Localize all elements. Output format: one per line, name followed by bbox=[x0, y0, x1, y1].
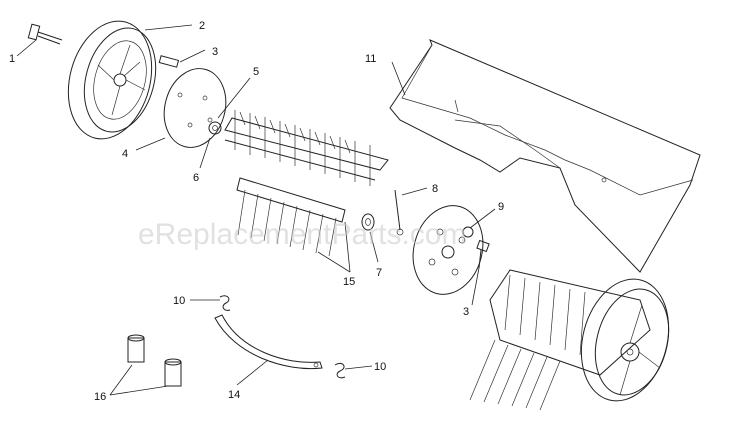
callout-3-lower: 3 bbox=[463, 306, 469, 318]
left-wheel bbox=[67, 20, 157, 140]
bushing-upper bbox=[158, 55, 180, 68]
callout-6: 6 bbox=[193, 172, 199, 184]
tine-reel-left bbox=[224, 110, 389, 186]
wheel-plate-left bbox=[163, 68, 227, 148]
bushing-pair bbox=[127, 334, 182, 387]
wheel-bolt bbox=[27, 23, 63, 45]
tine-row-lower bbox=[236, 177, 346, 257]
callout-9: 9 bbox=[498, 201, 504, 213]
callout-8: 8 bbox=[432, 183, 438, 195]
clip-upper bbox=[219, 295, 231, 311]
spacer bbox=[361, 213, 375, 231]
callout-10-upper: 10 bbox=[173, 295, 185, 307]
right-wheel-assembly bbox=[469, 269, 670, 411]
callout-labels: 1 2 3 5 4 6 11 8 9 7 15 3 10 10 14 16 bbox=[9, 20, 504, 403]
callout-2: 2 bbox=[199, 20, 205, 32]
rod bbox=[394, 189, 404, 236]
callout-3-upper: 3 bbox=[212, 46, 218, 58]
wheel-plate-right bbox=[412, 205, 484, 295]
callout-14: 14 bbox=[228, 389, 240, 401]
handle-bar bbox=[214, 314, 323, 370]
callout-16: 16 bbox=[94, 391, 106, 403]
cover-plate bbox=[389, 39, 701, 273]
callout-4: 4 bbox=[122, 148, 128, 160]
callout-15: 15 bbox=[343, 276, 355, 288]
callout-7: 7 bbox=[376, 267, 382, 279]
callout-11: 11 bbox=[365, 53, 376, 65]
clip-lower bbox=[334, 362, 346, 379]
callout-10-lower: 10 bbox=[374, 361, 386, 373]
callout-1: 1 bbox=[9, 53, 15, 65]
leader-lines bbox=[16, 24, 496, 396]
watermark-text: eReplacementParts.com bbox=[138, 218, 466, 251]
bolt-lower bbox=[476, 239, 490, 269]
callout-5: 5 bbox=[253, 66, 259, 78]
nut-left bbox=[208, 121, 222, 135]
